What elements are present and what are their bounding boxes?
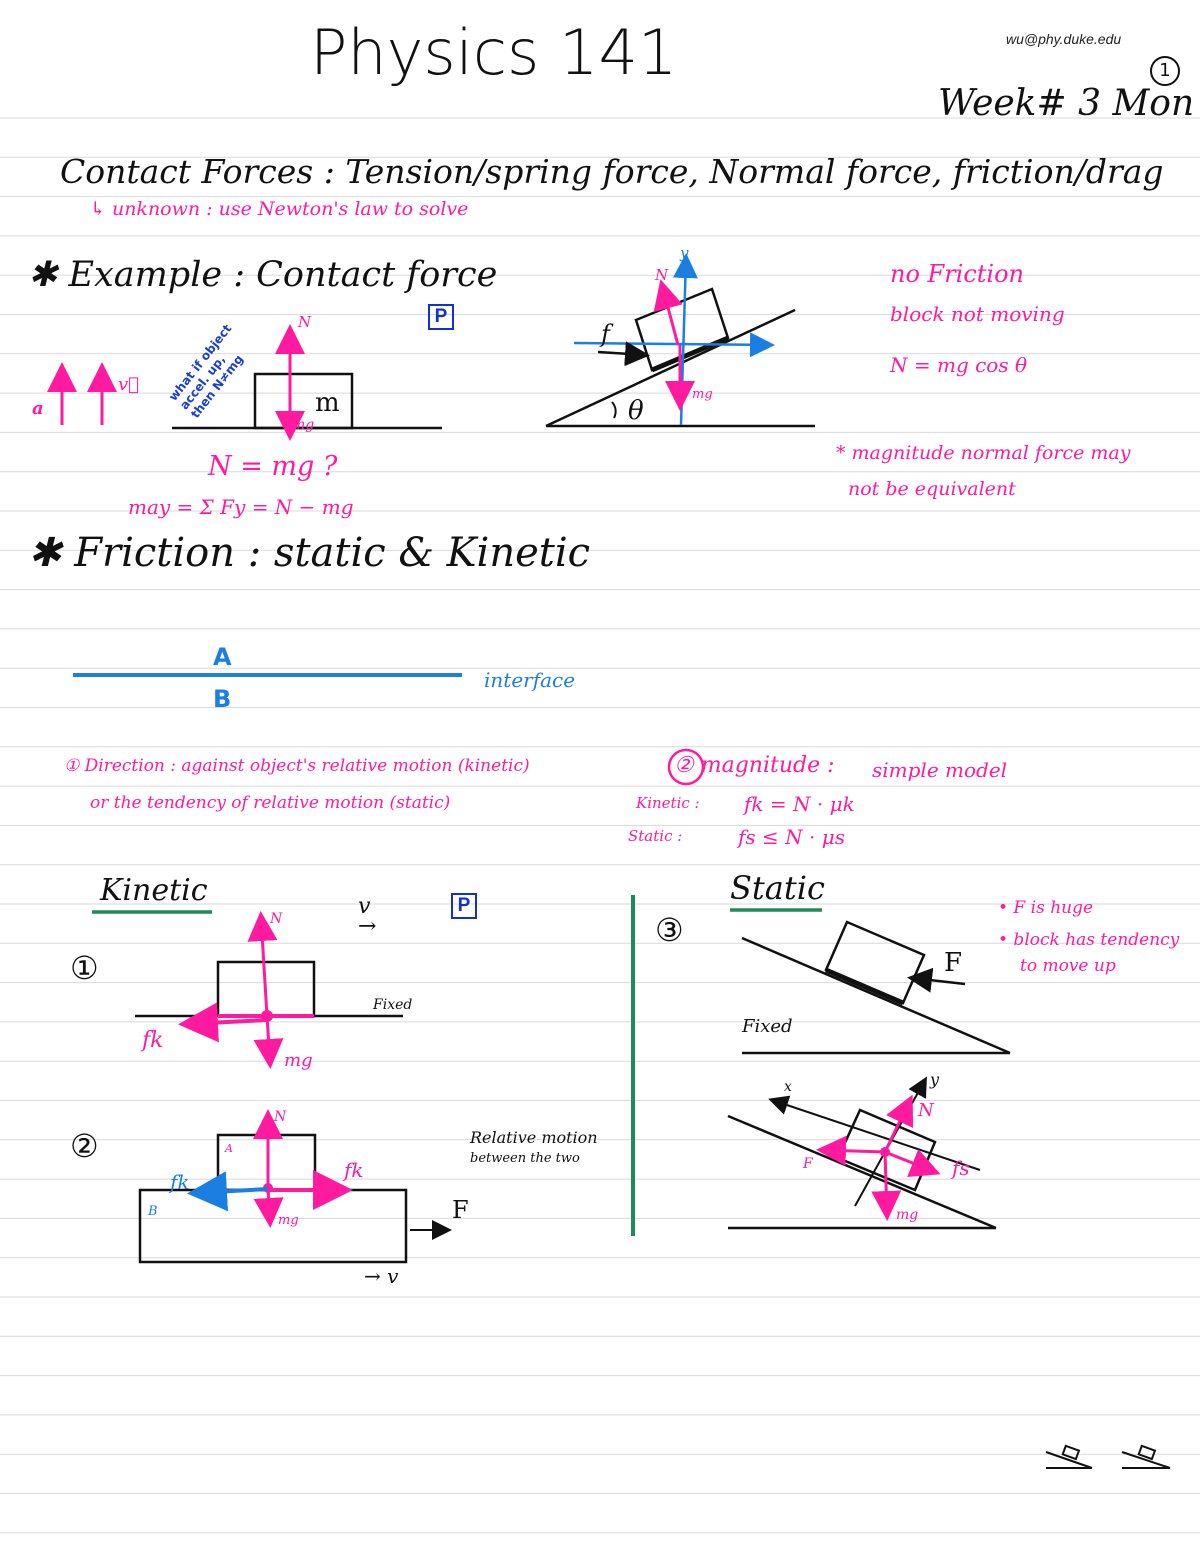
static-section-title: Static: [730, 869, 825, 907]
magnitude-simple-model: simple model: [872, 758, 1008, 782]
kinetic-p-marker: P: [451, 893, 477, 919]
case1-normal-label: N: [270, 911, 283, 927]
elevator-arrows: [47, 362, 117, 425]
newton-second-law-eq: may = Σ Fy = N − mg: [128, 495, 354, 519]
incline-y-axis-label: y: [680, 244, 689, 262]
kinetic-friction-equation: fk = N · μk: [744, 792, 855, 816]
static-fbd-diagram: [727, 1076, 997, 1230]
static-friction-inequality: fs ≤ N · μs: [738, 825, 845, 849]
flat-weight-label: mg: [292, 417, 315, 433]
contact-forces-note: ↳ unknown : use Newton's law to solve: [90, 198, 469, 220]
incline-angle-label: θ: [628, 396, 644, 426]
fbd-normal-label: N: [918, 1100, 934, 1121]
case2-applied-force-label: F: [452, 1196, 469, 1224]
case2-friction-on-a-label: fk: [344, 1158, 364, 1182]
friction-heading: ✱ Friction : static & Kinetic: [28, 530, 591, 576]
incline-normal-label: N: [655, 266, 669, 284]
static-note-force-huge: • F is huge: [998, 898, 1094, 918]
static-note-tendency: • block has tendency: [998, 930, 1180, 950]
kinetic-case1-diagram: [135, 911, 403, 1069]
fbd-x-axis-label: x: [784, 1079, 792, 1095]
author-email: wu@phy.duke.edu: [1006, 31, 1122, 47]
static-case3-number: ③: [655, 911, 684, 949]
case2-weight-label: mg: [278, 1213, 299, 1228]
normal-equals-mg-question: N = mg ?: [208, 451, 338, 482]
kinetic-case2-number: ②: [70, 1127, 99, 1165]
flat-normal-label: N: [298, 313, 312, 331]
fbd-force-label: F: [803, 1156, 813, 1172]
case1-weight-label: mg: [284, 1050, 313, 1071]
note-not-equivalent: not be equivalent: [848, 478, 1016, 500]
kinetic-case2-diagram: [138, 1109, 452, 1264]
week-label: Week# 3 Mon: [938, 83, 1195, 124]
magnitude-title: ② magnitude :: [674, 753, 835, 778]
case1-kinetic-friction-label: fk: [142, 1028, 164, 1053]
kinetic-eq-label: Kinetic :: [636, 794, 700, 812]
kinetic-case1-number: ①: [70, 949, 99, 987]
case1-fixed-label: Fixed: [373, 997, 413, 1013]
interface-note: interface: [484, 668, 576, 692]
case2-block-a-label: A: [225, 1142, 233, 1155]
kinetic-velocity-label: v →: [358, 894, 377, 939]
case3-applied-force-label: F: [944, 948, 963, 978]
case2-block-b-label: B: [148, 1204, 158, 1219]
note-magnitude-normal: * magnitude normal force may: [836, 442, 1131, 464]
note-block-not-moving: block not moving: [890, 302, 1065, 326]
case3-fixed-label: Fixed: [742, 1016, 793, 1037]
contact-forces-heading: Contact Forces : Tension/spring force, N…: [60, 152, 1164, 191]
case2-velocity-label: → v: [364, 1264, 399, 1288]
incline-diagram: [545, 253, 815, 428]
static-case3-diagram: [741, 920, 1011, 1055]
label-acceleration: a: [32, 398, 44, 419]
flat-mass-label: m: [315, 388, 340, 418]
page-number: 1: [1150, 56, 1180, 86]
magnitude-circle: [667, 748, 705, 786]
note-normal-mgcos: N = mg cos θ: [890, 353, 1028, 377]
fbd-y-axis-label: y: [930, 1070, 940, 1089]
case2-friction-on-b-label: fk: [170, 1170, 190, 1194]
direction-rule-line2: or the tendency of relative motion (stat…: [90, 793, 451, 813]
surface-label-b: B: [213, 685, 232, 713]
fbd-weight-label: mg: [896, 1207, 919, 1223]
static-note-move-up: to move up: [1020, 956, 1116, 976]
incline-weight-label: mg: [692, 387, 713, 402]
footer-incline-doodles: [1045, 1444, 1171, 1469]
case2-normal-label: N: [274, 1109, 287, 1125]
incline-x-axis-label: x: [760, 337, 768, 352]
fbd-static-friction-label: fs: [952, 1156, 970, 1180]
relative-motion-note-line2: between the two: [470, 1151, 580, 1166]
flat-block-diagram: [172, 324, 442, 441]
label-velocity: v⃗: [118, 374, 139, 395]
surface-label-a: A: [213, 643, 232, 671]
example-p-marker: P: [428, 304, 454, 330]
example-heading: ✱ Example : Contact force: [28, 255, 498, 295]
kinetic-section-title: Kinetic: [100, 873, 208, 908]
direction-rule-line1: ① Direction : against object's relative …: [64, 756, 530, 776]
page-title: Physics 141: [310, 16, 678, 89]
note-no-friction: no Friction: [890, 260, 1025, 288]
relative-motion-note-line1: Relative motion: [470, 1128, 598, 1147]
incline-force-label: f: [601, 320, 610, 348]
static-eq-label: Static :: [628, 827, 683, 845]
